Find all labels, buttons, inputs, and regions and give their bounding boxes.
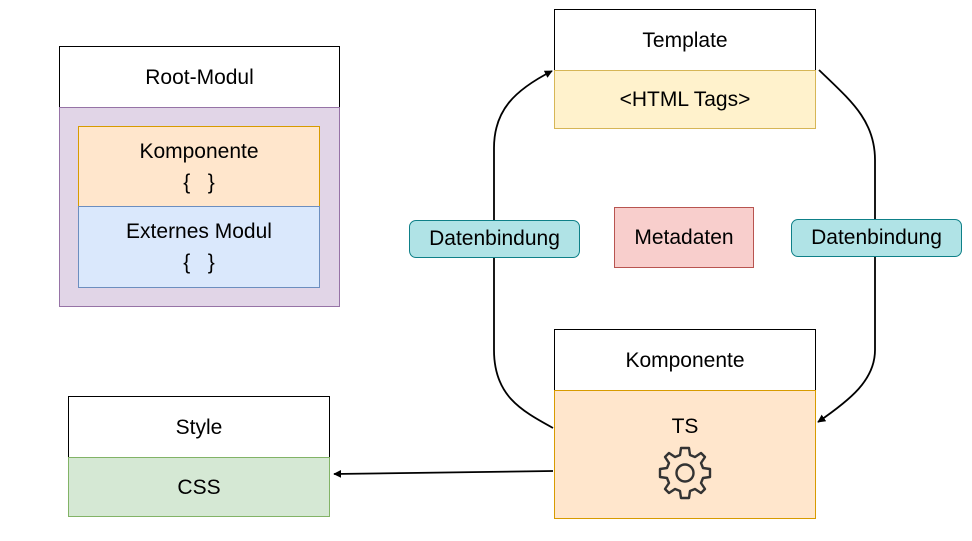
component-header: Komponente	[554, 329, 816, 391]
root-component-braces: { }	[183, 170, 215, 194]
component-content: TS	[554, 390, 816, 519]
binding-label-left: Datenbindung	[409, 220, 580, 258]
style-content-label: CSS	[177, 475, 221, 499]
external-module-label: Externes Modul	[126, 220, 272, 243]
binding-label-left-text: Datenbindung	[429, 227, 560, 250]
root-module-header: Root-Modul	[59, 46, 340, 108]
style-header: Style	[68, 396, 330, 458]
binding-label-right: Datenbindung	[791, 219, 962, 257]
root-module-title: Root-Modul	[145, 65, 254, 89]
template-content: <HTML Tags>	[554, 70, 816, 129]
style-content: CSS	[68, 457, 330, 517]
style-arrow	[333, 469, 554, 478]
binding-label-right-text: Datenbindung	[811, 226, 942, 249]
root-component-label: Komponente	[139, 139, 259, 163]
external-module-braces: { }	[183, 251, 215, 274]
metadata-box: Metadaten	[614, 207, 754, 268]
component-title: Komponente	[625, 348, 745, 372]
style-title: Style	[175, 415, 223, 439]
component-content-label: TS	[671, 415, 699, 438]
gear-icon	[658, 446, 712, 500]
external-module-box: Externes Modul { }	[78, 206, 320, 288]
metadata-label: Metadaten	[634, 226, 734, 249]
root-component-box: Komponente { }	[78, 126, 320, 207]
template-content-label: <HTML Tags>	[619, 88, 751, 111]
template-header: Template	[554, 9, 816, 71]
template-title: Template	[642, 28, 728, 52]
